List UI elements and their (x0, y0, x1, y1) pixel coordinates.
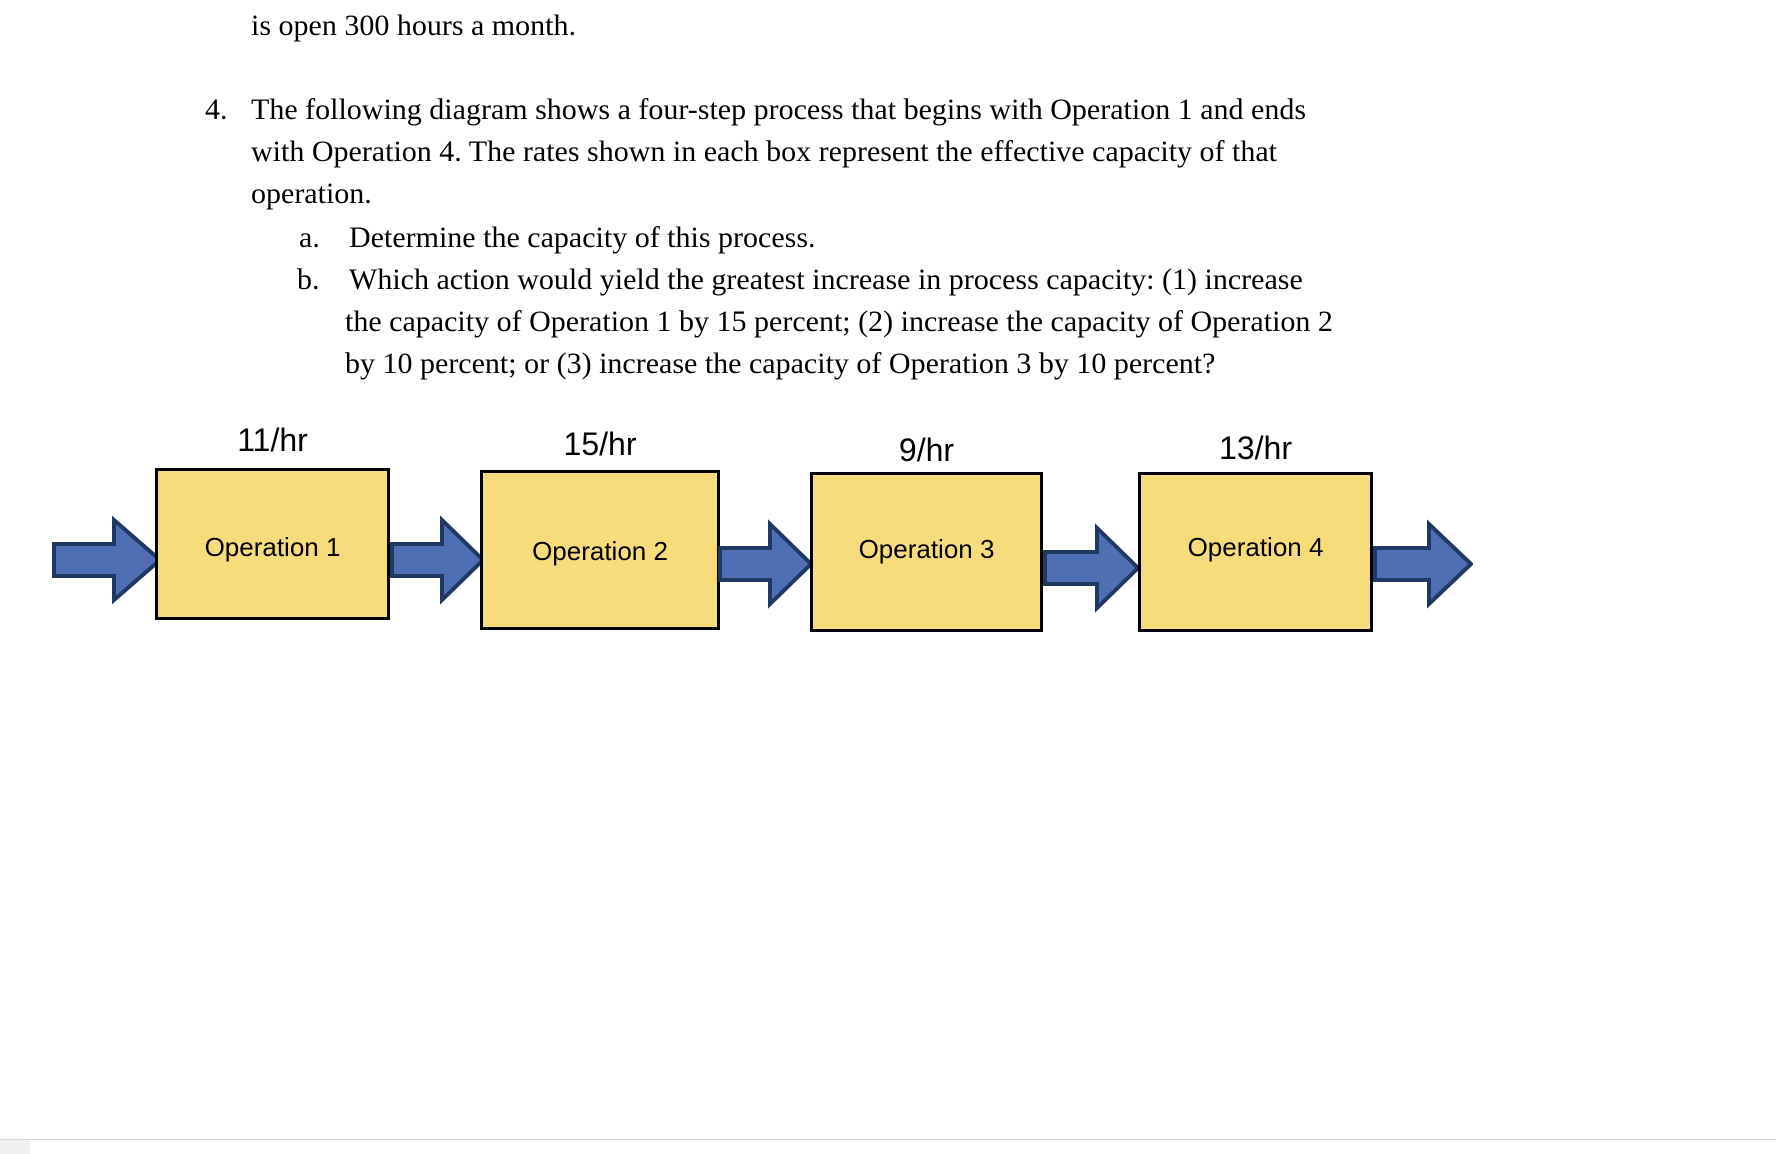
process-box-operation-3[interactable] (810, 472, 1043, 632)
process-box-operation-2[interactable] (480, 470, 720, 630)
carryover-text-line: is open 300 hours a month. (251, 9, 576, 42)
question-text-line-3: operation. (251, 177, 372, 210)
process-box-label-operation-4: Operation 4 (1187, 532, 1324, 562)
flow-arrow-outbound (1373, 518, 1473, 610)
flow-arrow-2-to-3 (718, 518, 813, 610)
rate-label-operation-1: 11/hr (237, 422, 308, 458)
part-b-text-line-3: by 10 percent; or (3) increase the capac… (345, 347, 1216, 380)
page-corner-shade (0, 1140, 30, 1154)
part-a-text-line-1: Determine the capacity of this process. (349, 221, 816, 254)
process-box-label-operation-1: Operation 1 (204, 532, 341, 562)
question-text-line-1: The following diagram shows a four-step … (251, 93, 1306, 126)
process-box-operation-1[interactable] (155, 468, 390, 620)
process-box-operation-4[interactable] (1138, 472, 1373, 632)
part-b-text-line-1: Which action would yield the greatest in… (349, 263, 1303, 296)
flow-arrow-inbound (52, 514, 162, 606)
flow-arrow-1-to-2 (390, 514, 485, 606)
rate-label-operation-3: 9/hr (898, 432, 955, 468)
process-box-label-operation-3: Operation 3 (858, 534, 995, 564)
question-text-line-2: with Operation 4. The rates shown in eac… (251, 135, 1278, 168)
part-b-letter: b. (297, 263, 320, 296)
rate-label-operation-2: 15/hr (563, 426, 637, 462)
page-bottom-edge (0, 1139, 1776, 1154)
rate-label-operation-4: 13/hr (1219, 430, 1292, 466)
part-a-letter: a. (299, 221, 320, 254)
process-flow-diagram: 11/hr Operation 1 15/hr Operation 2 9/hr… (0, 410, 1776, 640)
process-box-label-operation-2: Operation 2 (532, 536, 668, 566)
question-number: 4. (205, 93, 228, 126)
flow-arrow-3-to-4 (1043, 522, 1140, 614)
part-b-text-line-2: the capacity of Operation 1 by 15 percen… (345, 305, 1333, 338)
